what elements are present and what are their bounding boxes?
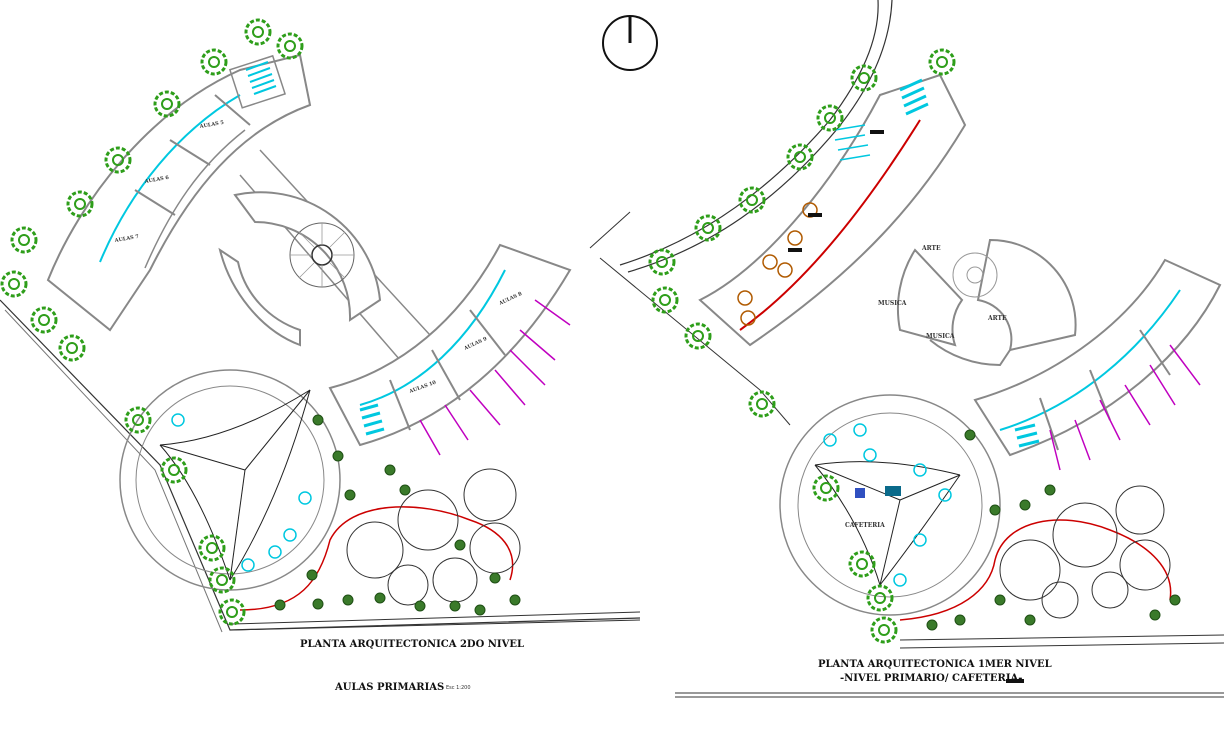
tree-icon bbox=[200, 48, 228, 76]
tree-icon bbox=[0, 270, 28, 298]
room-label-musica-1: MUSICA bbox=[878, 300, 907, 307]
left-plan-title: PLANTA ARQUITECTONICA 2DO NIVEL bbox=[300, 639, 524, 650]
playground-circles bbox=[346, 468, 521, 606]
plaza-circle bbox=[119, 369, 341, 591]
room-label-aulas6: AULAS 6 bbox=[143, 175, 170, 185]
tree-icon bbox=[786, 143, 814, 171]
shrub-icon bbox=[509, 594, 521, 606]
tree-icon bbox=[816, 104, 844, 132]
tree-icon bbox=[684, 322, 712, 350]
room-label-aulas7: AULAS 7 bbox=[113, 234, 140, 244]
wing-east-right bbox=[973, 258, 1222, 457]
tree-icon bbox=[58, 334, 86, 362]
shrubs bbox=[274, 414, 1181, 631]
shrub-icon bbox=[926, 619, 938, 631]
playground-circles-right bbox=[999, 485, 1171, 619]
shrub-icon bbox=[1149, 609, 1161, 621]
tree-icon bbox=[153, 90, 181, 118]
tree-icon bbox=[208, 566, 236, 594]
room-label-arte-1: ARTE bbox=[921, 245, 941, 252]
shrub-icon bbox=[1019, 499, 1031, 511]
tree-icon bbox=[124, 406, 152, 434]
tensile-roof bbox=[159, 389, 311, 581]
tree-icon bbox=[198, 534, 226, 562]
room-label-arte-2: ARTE bbox=[987, 315, 1007, 322]
tree-icon bbox=[276, 32, 304, 60]
room-label-aulas5: AULAS 5 bbox=[198, 120, 225, 130]
tree-icon bbox=[648, 248, 676, 276]
shrub-icon bbox=[489, 572, 501, 584]
shrub-icon bbox=[1024, 614, 1036, 626]
shrub-icon bbox=[1169, 594, 1181, 606]
tree-icon bbox=[160, 456, 188, 484]
shrub-icon bbox=[474, 604, 486, 616]
tree-icon bbox=[66, 190, 94, 218]
arts-building bbox=[976, 238, 1077, 352]
room-label-cafeteria: CAFETERIA bbox=[845, 522, 885, 529]
shrub-icon bbox=[964, 429, 976, 441]
tree-icon bbox=[748, 390, 776, 418]
garden-path-right bbox=[899, 519, 1172, 621]
wing-east bbox=[328, 243, 572, 447]
tree-icon bbox=[928, 48, 956, 76]
tree-icon bbox=[870, 616, 898, 644]
tree-icon bbox=[738, 186, 766, 214]
right-plan-title: PLANTA ARQUITECTONICA 1MER NIVEL bbox=[818, 659, 1052, 670]
left-floor-plan: AULAS 5 AULAS 6 AULAS 7 AULAS 8 AULAS 9 … bbox=[0, 53, 641, 693]
shrub-icon bbox=[332, 450, 344, 462]
shrub-icon bbox=[312, 598, 324, 610]
desk-group bbox=[737, 202, 818, 326]
shrub-icon bbox=[374, 592, 386, 604]
tree-icon bbox=[10, 226, 38, 254]
tree-icon bbox=[30, 306, 58, 334]
shrub-icon bbox=[994, 594, 1006, 606]
shrub-icon bbox=[449, 600, 461, 612]
shrub-icon bbox=[312, 414, 324, 426]
shrub-icon bbox=[342, 594, 354, 606]
right-floor-plan: ARTE MUSICA MUSICA ARTE bbox=[589, 0, 1224, 698]
shrub-icon bbox=[274, 599, 286, 611]
shrub-icon bbox=[1044, 484, 1056, 496]
left-plan-scale: Esc 1:200 bbox=[446, 685, 471, 691]
left-plan-subtitle: AULAS PRIMARIAS bbox=[334, 682, 444, 693]
tree-icon bbox=[848, 550, 876, 578]
shrub-icon bbox=[454, 539, 466, 551]
tree-icon bbox=[850, 64, 878, 92]
tree-icon bbox=[866, 584, 894, 612]
tree-icon bbox=[104, 146, 132, 174]
room-label-musica-2: MUSICA bbox=[926, 333, 955, 340]
shrub-icon bbox=[414, 600, 426, 612]
north-arrow-icon bbox=[602, 15, 658, 71]
site-boundary bbox=[0, 299, 641, 631]
shrub-icon bbox=[989, 504, 1001, 516]
shrub-icon bbox=[399, 484, 411, 496]
right-plan-subtitle: -NIVEL PRIMARIO/ CAFETERIA- bbox=[840, 673, 1022, 684]
shrub-icon bbox=[344, 489, 356, 501]
shrub-icon bbox=[954, 614, 966, 626]
tree-icon bbox=[218, 598, 246, 626]
tree-icon bbox=[694, 214, 722, 242]
shrub-icon bbox=[384, 464, 396, 476]
tree-icon bbox=[812, 474, 840, 502]
trees bbox=[0, 18, 956, 644]
tree-icon bbox=[651, 286, 679, 314]
shrub-icon bbox=[306, 569, 318, 581]
garden-path bbox=[239, 506, 514, 611]
cafeteria-circle bbox=[779, 394, 1001, 616]
wing-north bbox=[698, 73, 967, 347]
tree-icon bbox=[244, 18, 272, 46]
